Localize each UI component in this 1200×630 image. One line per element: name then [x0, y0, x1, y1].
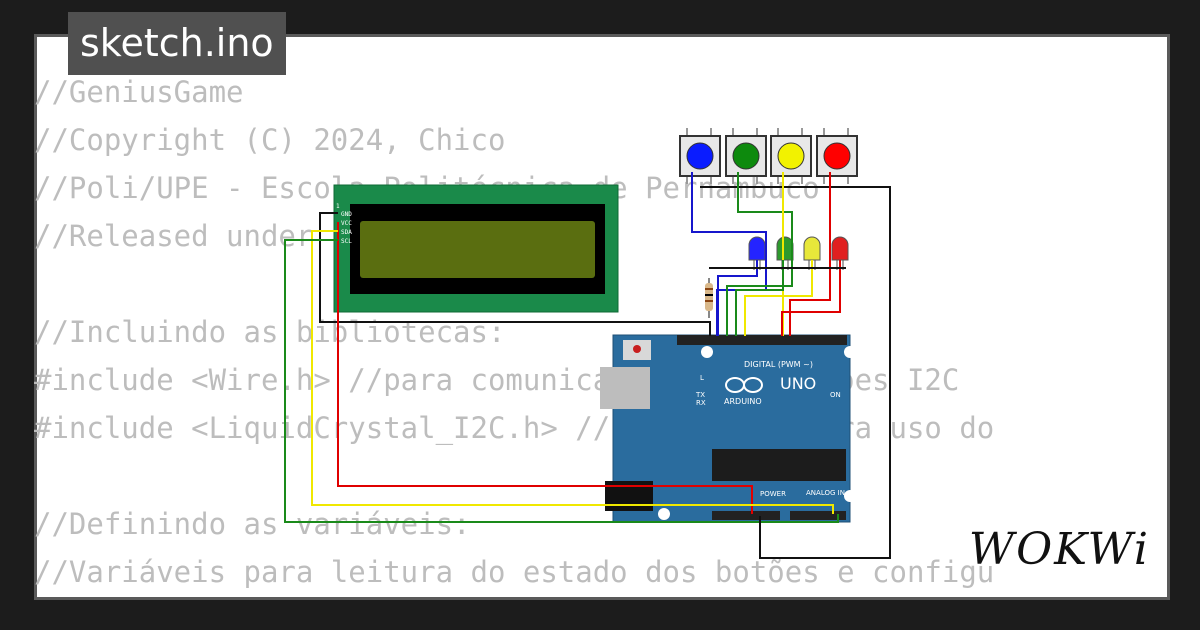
- microcontroller-chip: [712, 449, 846, 481]
- on-label: ON: [830, 391, 841, 399]
- push-button-green[interactable]: [725, 128, 767, 184]
- push-button-red[interactable]: [816, 128, 858, 184]
- wire-black-return: [700, 186, 891, 559]
- wire-green-scl: [284, 239, 839, 523]
- wire-black-gnd: [319, 212, 711, 336]
- analog-header: [790, 511, 846, 520]
- lcd-pin-sda: SDA: [341, 229, 352, 236]
- wire-green-button: [726, 172, 793, 336]
- push-button-blue[interactable]: [679, 128, 721, 184]
- digital-header: [677, 335, 847, 345]
- lcd-pin-gnd: GND: [341, 211, 352, 218]
- led-green: [776, 236, 794, 270]
- arduino-logo-icon: [725, 377, 763, 393]
- lcd-pin-labels: 1 GND VCC SDA SCL: [336, 203, 352, 245]
- wire-yellow-sda: [311, 230, 834, 514]
- lcd-display[interactable]: 1 GND VCC SDA SCL: [333, 184, 619, 313]
- code-editor: //GeniusGame //Copyright (C) 2024, Chico /…: [34, 68, 994, 596]
- l-led-label: L: [700, 374, 704, 382]
- wokwi-logo: WOKWi: [968, 524, 1150, 575]
- digital-label: DIGITAL (PWM ~): [744, 360, 813, 369]
- wire-red-vcc: [337, 222, 753, 514]
- wire-red-led: [781, 260, 841, 336]
- wire-blue-led: [717, 260, 758, 336]
- code-line: //Variáveis para leitura do estado dos b…: [34, 555, 995, 589]
- code-line: //Definindo as variáveis:: [34, 507, 471, 541]
- code-line: //Incluindo as bibliotecas:: [34, 315, 506, 349]
- code-line: //GeniusGame: [34, 75, 244, 109]
- lcd-pin-scl: SCL: [341, 238, 352, 245]
- board-brand: ARDUINO: [724, 397, 762, 406]
- file-tab[interactable]: sketch.ino: [68, 12, 286, 75]
- push-buttons: [679, 128, 858, 184]
- board-model: UNO: [780, 374, 816, 393]
- push-button-yellow[interactable]: [770, 128, 812, 184]
- wire-yellow-led: [744, 260, 813, 336]
- rx-led-label: RX: [696, 399, 706, 407]
- wire-red-button: [789, 172, 831, 336]
- power-label: POWER: [760, 490, 786, 498]
- wires: [284, 172, 891, 559]
- power-header: [712, 511, 780, 520]
- usb-port: [600, 367, 650, 409]
- leds: [748, 236, 849, 270]
- code-line: //Copyright (C) 2024, Chico: [34, 123, 506, 157]
- wire-green-led: [735, 260, 784, 336]
- arduino-uno-board[interactable]: DIGITAL (PWM ~) UNO ARDUINO POWER ANALOG…: [600, 334, 856, 523]
- lcd-pin-vcc: VCC: [341, 220, 352, 227]
- tx-led-label: TX: [695, 391, 705, 399]
- analog-label: ANALOG IN: [806, 489, 845, 497]
- svg-text:1: 1: [336, 203, 340, 210]
- resistor: [705, 278, 713, 318]
